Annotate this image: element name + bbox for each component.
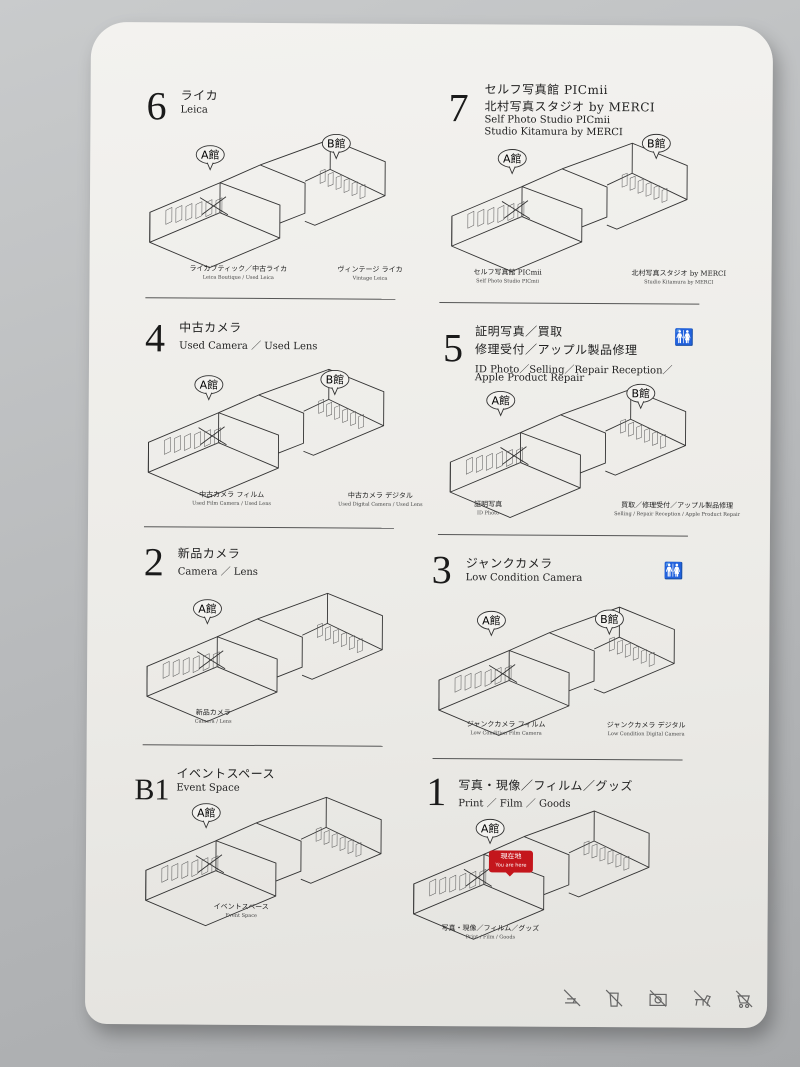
floor-plan bbox=[451, 142, 688, 272]
floor-plan bbox=[147, 368, 385, 499]
rule-icons bbox=[561, 987, 761, 1012]
building-name: B館 bbox=[326, 372, 345, 386]
you-are-here-marker: 現在地 You are here bbox=[488, 850, 534, 873]
building-name: A館 bbox=[200, 378, 219, 392]
building-name: B館 bbox=[600, 612, 619, 626]
caption-jp: ヴィンテージ ライカ bbox=[337, 265, 403, 274]
building-label: A館 bbox=[191, 803, 221, 829]
building-label: A館 bbox=[193, 599, 222, 625]
building-name: A館 bbox=[503, 151, 522, 165]
floor-plan bbox=[438, 606, 675, 736]
building-name: A館 bbox=[198, 602, 217, 616]
floor-plan bbox=[145, 796, 382, 927]
caption-en: Used Digital Camera / Used Lens bbox=[338, 501, 423, 508]
caption-jp: 中古カメラ フィルム bbox=[199, 490, 265, 499]
floor-plan-drawings: A館 B館 A館 B館 A館 B館 A館 B館 A館 A館 B館 A館 A館 bbox=[145, 133, 688, 940]
no-eating-icon bbox=[563, 989, 581, 1007]
caption-en: Leica Boutique / Used Leica bbox=[202, 274, 274, 282]
building-name: A館 bbox=[491, 393, 510, 407]
caption-jp: 新品カメラ bbox=[195, 708, 231, 717]
caption-en: Print / Film / Goods bbox=[465, 934, 516, 941]
caption-en: ID Photo bbox=[476, 510, 500, 517]
building-label: B館 bbox=[320, 369, 350, 396]
caption-en: Event Space bbox=[225, 912, 258, 919]
building-name: A館 bbox=[197, 806, 216, 820]
caption-en: Camera / Lens bbox=[194, 718, 232, 725]
building-label: B館 bbox=[321, 133, 351, 160]
caption-en: Used Film Camera / Used Lens bbox=[192, 500, 272, 508]
caption-en: Low Condition Film Camera bbox=[470, 730, 542, 737]
caption-en: Low Condition Digital Camera bbox=[607, 731, 685, 738]
no-strollers-icon bbox=[735, 990, 753, 1009]
floor-plan bbox=[449, 388, 687, 518]
caption-en: Studio Kitamura by MERCI bbox=[644, 279, 714, 286]
building-label: B館 bbox=[594, 609, 624, 636]
building-name: A館 bbox=[481, 821, 500, 835]
caption-jp: セルフ写真館 PICmii bbox=[473, 268, 542, 277]
building-name: B館 bbox=[631, 386, 650, 400]
building-label: B館 bbox=[641, 133, 671, 160]
building-name: A館 bbox=[201, 148, 220, 162]
building-label: A館 bbox=[195, 145, 225, 171]
caption-en: Selling / Repair Reception / Apple Produ… bbox=[614, 511, 741, 518]
you-are-here-en: You are here bbox=[495, 862, 527, 869]
floor-plan bbox=[413, 810, 650, 940]
floor-plan bbox=[149, 138, 386, 269]
building-label: A館 bbox=[497, 149, 527, 175]
caption-en: Vintage Leica bbox=[352, 275, 388, 282]
no-drinks-icon bbox=[605, 989, 623, 1007]
building-label: A館 bbox=[476, 610, 506, 637]
floor-plan bbox=[146, 592, 383, 723]
caption-jp: ジャンクカメラ デジタル bbox=[606, 721, 686, 730]
no-photography-icon bbox=[649, 989, 667, 1007]
building-name: B館 bbox=[647, 136, 666, 150]
floor-directory-sign: 6 ライカ Leica 7 セルフ写真館 PICmii 北村写真スタジオ by … bbox=[84, 21, 774, 1029]
building-name: B館 bbox=[327, 136, 346, 150]
no-pets-icon bbox=[693, 990, 711, 1008]
building-label: A館 bbox=[475, 818, 505, 845]
building-label: A館 bbox=[194, 375, 224, 401]
caption-jp: 写真・現像／フィルム／グッズ bbox=[441, 924, 540, 933]
building-name: A館 bbox=[482, 613, 501, 627]
caption-jp: イベントスペース bbox=[213, 902, 269, 912]
building-label: A館 bbox=[486, 390, 516, 417]
caption-jp: 証明写真 bbox=[474, 500, 503, 509]
building-label: B館 bbox=[626, 383, 656, 410]
caption-jp: ジャンクカメラ フィルム bbox=[466, 720, 546, 729]
caption-en: Self Photo Studio PICmii bbox=[476, 278, 539, 285]
you-are-here-jp: 現在地 bbox=[500, 852, 522, 861]
